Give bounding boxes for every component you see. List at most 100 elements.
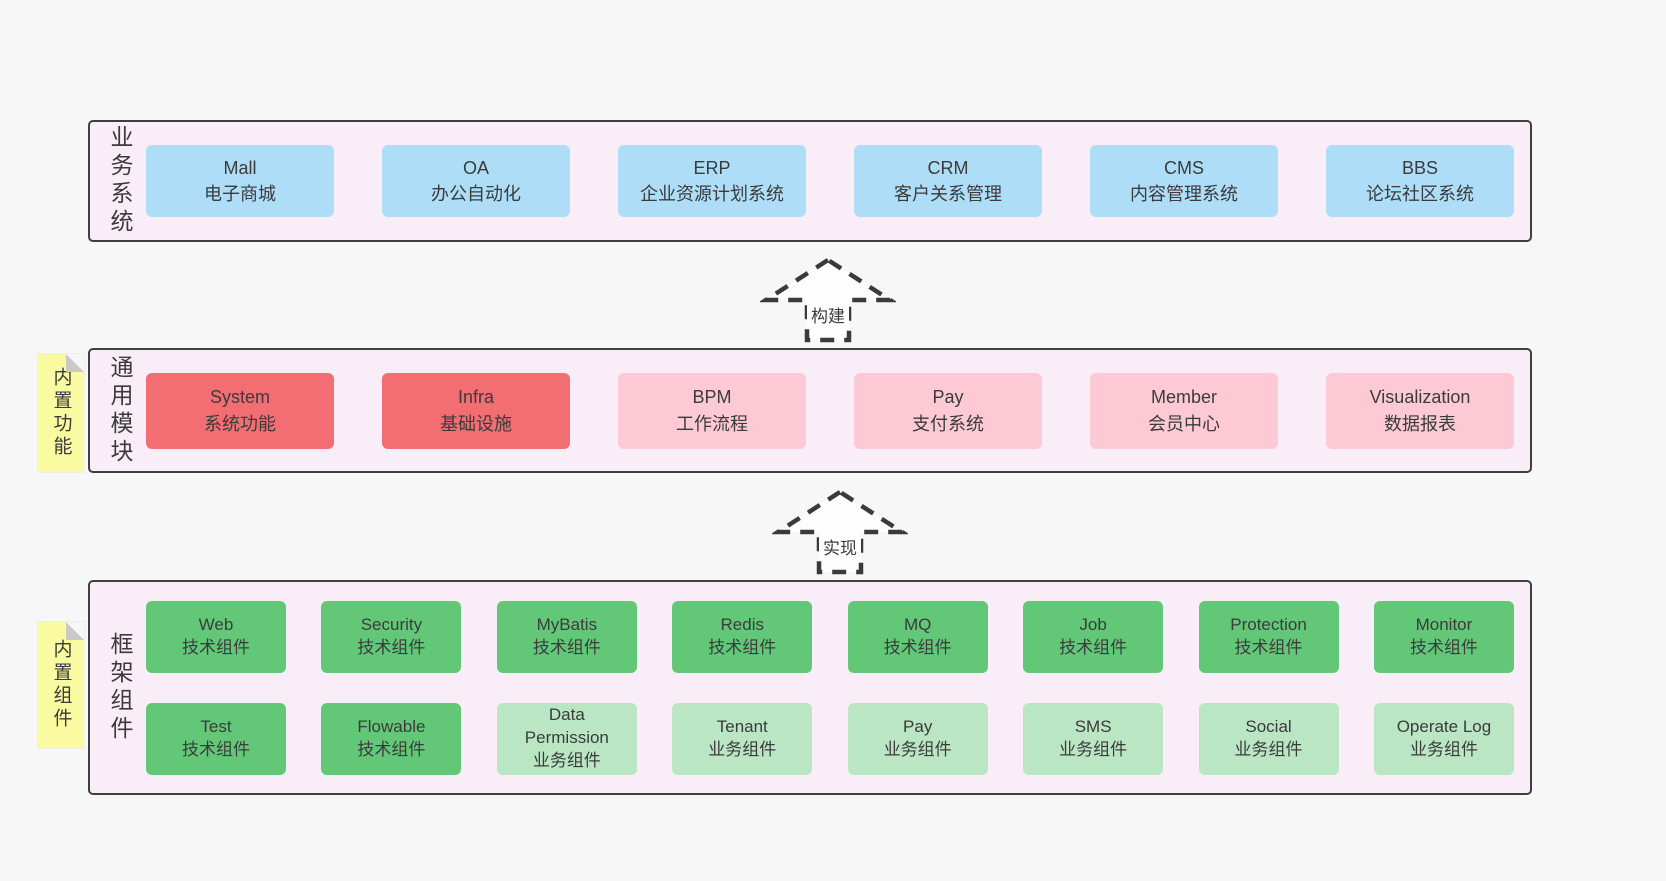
node-subtitle: 技术组件: [1059, 637, 1128, 657]
diagram-node: BBS 论坛社区系统: [1326, 145, 1514, 217]
node-title: Protection: [1230, 614, 1307, 634]
component-row-2: Test 技术组件 Flowable 技术组件 Data Permission …: [146, 702, 1514, 775]
diagram-node: Social 业务组件: [1198, 702, 1339, 775]
node-subtitle: 技术组件: [883, 637, 952, 657]
node-subtitle: 论坛社区系统: [1366, 184, 1474, 204]
dashed-up-arrow-icon: [760, 257, 896, 343]
node-title: Visualization: [1369, 387, 1471, 408]
layer-framework-components: 框架组件 Web 技术组件 Security 技术组件 MyBatis: [88, 580, 1532, 795]
diagram-node: SMS 业务组件: [1023, 702, 1164, 775]
node-subtitle: 办公自动化: [431, 184, 521, 204]
node-subtitle: 技术组件: [1409, 637, 1478, 657]
node-title: Monitor: [1415, 614, 1473, 634]
node-subtitle: 技术组件: [357, 637, 426, 657]
node-subtitle: 系统功能: [204, 413, 276, 434]
diagram-node: Pay 支付系统: [854, 372, 1042, 449]
node-subtitle: 业务组件: [1234, 739, 1303, 759]
node-title: MyBatis: [536, 614, 598, 634]
diagram-node: Mall 电子商城: [146, 145, 334, 217]
diagram-node: Member 会员中心: [1090, 372, 1278, 449]
sticky-note-label: 内置功能: [50, 367, 72, 459]
dashed-up-arrow-icon: [772, 489, 908, 575]
diagram-node: MQ 技术组件: [847, 600, 988, 673]
node-subtitle: 企业资源计划系统: [640, 184, 784, 204]
diagram-node: OA 办公自动化: [382, 145, 570, 217]
node-title: OA: [462, 157, 489, 178]
node-subtitle: 技术组件: [708, 637, 777, 657]
diagram-node: CMS 内容管理系统: [1090, 145, 1278, 217]
component-row-1: Web 技术组件 Security 技术组件 MyBatis 技术组件: [146, 600, 1514, 673]
layer-components-side-label: 框架组件: [107, 631, 133, 744]
node-subtitle: 客户关系管理: [894, 184, 1002, 204]
arrow-build: 构建: [760, 256, 896, 344]
node-title: BBS: [1401, 157, 1439, 178]
node-subtitle: 业务组件: [708, 739, 777, 759]
node-subtitle: 业务组件: [883, 739, 952, 759]
diagram-node: Infra 基础设施: [382, 372, 570, 449]
diagram-node: Tenant 业务组件: [672, 702, 813, 775]
node-title: CMS: [1164, 157, 1204, 178]
node-title: Infra: [457, 387, 495, 408]
node-title: Social: [1245, 716, 1292, 736]
layer-business-systems: 业务系统 Mall 电子商城 OA 办公自动化 ERP 企业资源计划系统: [88, 120, 1532, 242]
diagram-node: Flowable 技术组件: [321, 702, 462, 775]
node-title: ERP: [693, 157, 731, 178]
node-title: Job: [1079, 614, 1107, 634]
node-subtitle: 技术组件: [182, 739, 250, 759]
diagram-node: Data Permission 业务组件: [496, 702, 637, 775]
node-title: BPM: [692, 387, 732, 408]
node-title: Web: [198, 614, 234, 634]
component-rows: Web 技术组件 Security 技术组件 MyBatis 技术组件: [146, 582, 1514, 793]
module-boxes: System 系统功能 Infra 基础设施 BPM 工作流程 Pay 支付系统: [146, 350, 1514, 471]
arrow-build-label: 构建: [807, 302, 849, 327]
diagram-node: Visualization 数据报表: [1326, 372, 1514, 449]
sticky-note-built-in-features: 内置功能: [38, 354, 84, 472]
node-subtitle: 支付系统: [912, 413, 984, 434]
diagram-node: Test 技术组件: [146, 702, 286, 775]
diagram-node: System 系统功能: [146, 372, 334, 449]
arrow-implement: 实现: [772, 488, 908, 576]
node-title: Mall: [223, 157, 257, 178]
node-subtitle: 内容管理系统: [1130, 184, 1238, 204]
diagram-node: Job 技术组件: [1023, 600, 1164, 673]
sticky-note-label: 内置组件: [50, 639, 72, 731]
node-title: Data Permission: [524, 705, 609, 748]
layer-common-modules: 通用模块 System 系统功能 Infra 基础设施 BPM 工作流程: [88, 348, 1532, 473]
node-subtitle: 工作流程: [676, 413, 748, 434]
node-subtitle: 数据报表: [1384, 413, 1456, 434]
diagram-node: ERP 企业资源计划系统: [618, 145, 806, 217]
node-title: System: [209, 387, 270, 408]
diagram-node: Operate Log 业务组件: [1373, 702, 1514, 775]
diagram-node: Web 技术组件: [146, 600, 286, 673]
node-subtitle: 技术组件: [1234, 637, 1303, 657]
diagram-node: BPM 工作流程: [618, 372, 806, 449]
diagram-node: MyBatis 技术组件: [496, 600, 637, 673]
node-subtitle: 技术组件: [357, 739, 426, 759]
sticky-note-built-in-components: 内置组件: [38, 622, 84, 748]
business-boxes: Mall 电子商城 OA 办公自动化 ERP 企业资源计划系统 CRM 客户关系…: [146, 122, 1514, 240]
node-title: Pay: [903, 716, 933, 736]
node-subtitle: 电子商城: [204, 184, 276, 204]
layer-modules-side-label: 通用模块: [107, 354, 133, 467]
diagram-node: Monitor 技术组件: [1373, 600, 1514, 673]
node-title: Pay: [932, 387, 964, 408]
diagram-node: Security 技术组件: [321, 600, 462, 673]
node-title: Redis: [720, 614, 764, 634]
diagram-node: CRM 客户关系管理: [854, 145, 1042, 217]
node-title: Operate Log: [1396, 716, 1492, 736]
node-title: MQ: [903, 614, 932, 634]
layer-business-side-label: 业务系统: [107, 125, 133, 237]
node-subtitle: 业务组件: [1059, 739, 1128, 759]
node-title: CRM: [927, 157, 969, 178]
diagram-node: Redis 技术组件: [672, 600, 813, 673]
node-subtitle: 业务组件: [1409, 739, 1478, 759]
node-title: Tenant: [716, 716, 768, 736]
node-title: Security: [360, 614, 423, 634]
diagram-node: Protection 技术组件: [1198, 600, 1339, 673]
node-subtitle: 基础设施: [440, 413, 512, 434]
node-title: SMS: [1074, 716, 1112, 736]
node-subtitle: 技术组件: [182, 637, 250, 657]
node-subtitle: 技术组件: [532, 637, 601, 657]
node-title: Flowable: [357, 716, 426, 736]
diagram-node: Pay 业务组件: [847, 702, 988, 775]
